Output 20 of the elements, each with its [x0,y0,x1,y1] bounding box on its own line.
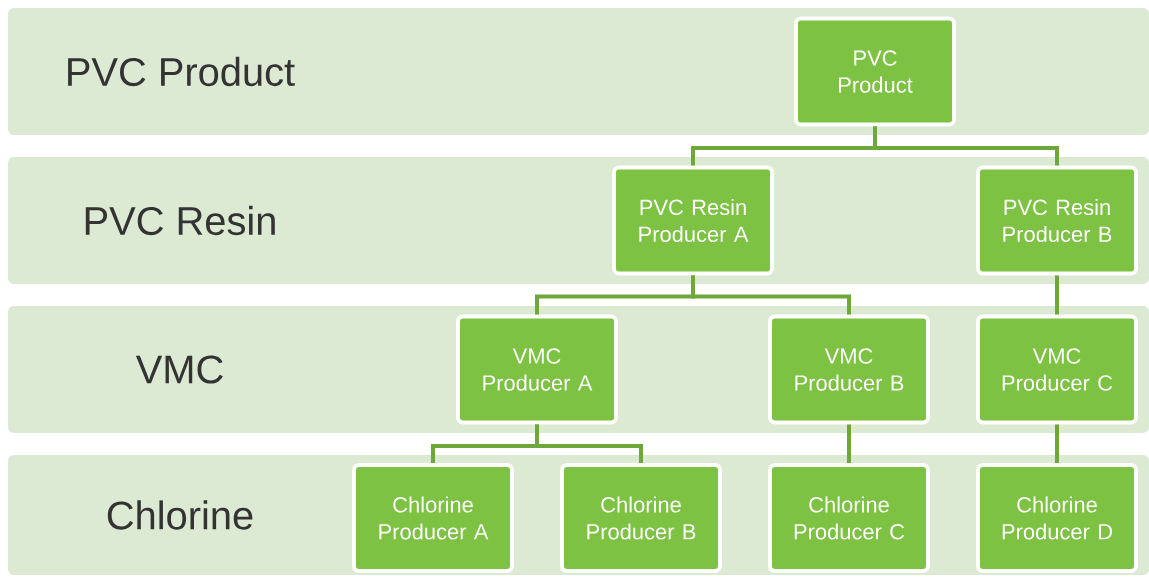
connector-line [847,424,851,463]
producer-box: PVC Product [794,16,956,127]
producer-box: Chlorine Producer A [352,463,514,573]
producer-box: Chlorine Producer B [560,463,722,573]
producer-box: Chlorine Producer C [768,463,930,573]
producer-box: PVC Resin Producer A [612,165,774,276]
connector-line [535,424,643,463]
band-label: Chlorine [107,500,253,530]
producer-box: VMC Producer B [768,314,930,425]
connector-line [873,126,1059,166]
producer-box: VMC Producer A [456,314,618,425]
band-label: VMC [135,355,223,384]
connector-line [691,275,851,315]
producer-box: VMC Producer C [976,314,1138,425]
producer-box: PVC Resin Producer B [976,165,1138,276]
band-label: PVC Resin [85,205,275,236]
band-label: PVC Product [68,56,295,87]
connector-line [1055,424,1059,463]
producer-box: Chlorine Producer D [976,463,1138,573]
connector-line [1055,275,1059,315]
